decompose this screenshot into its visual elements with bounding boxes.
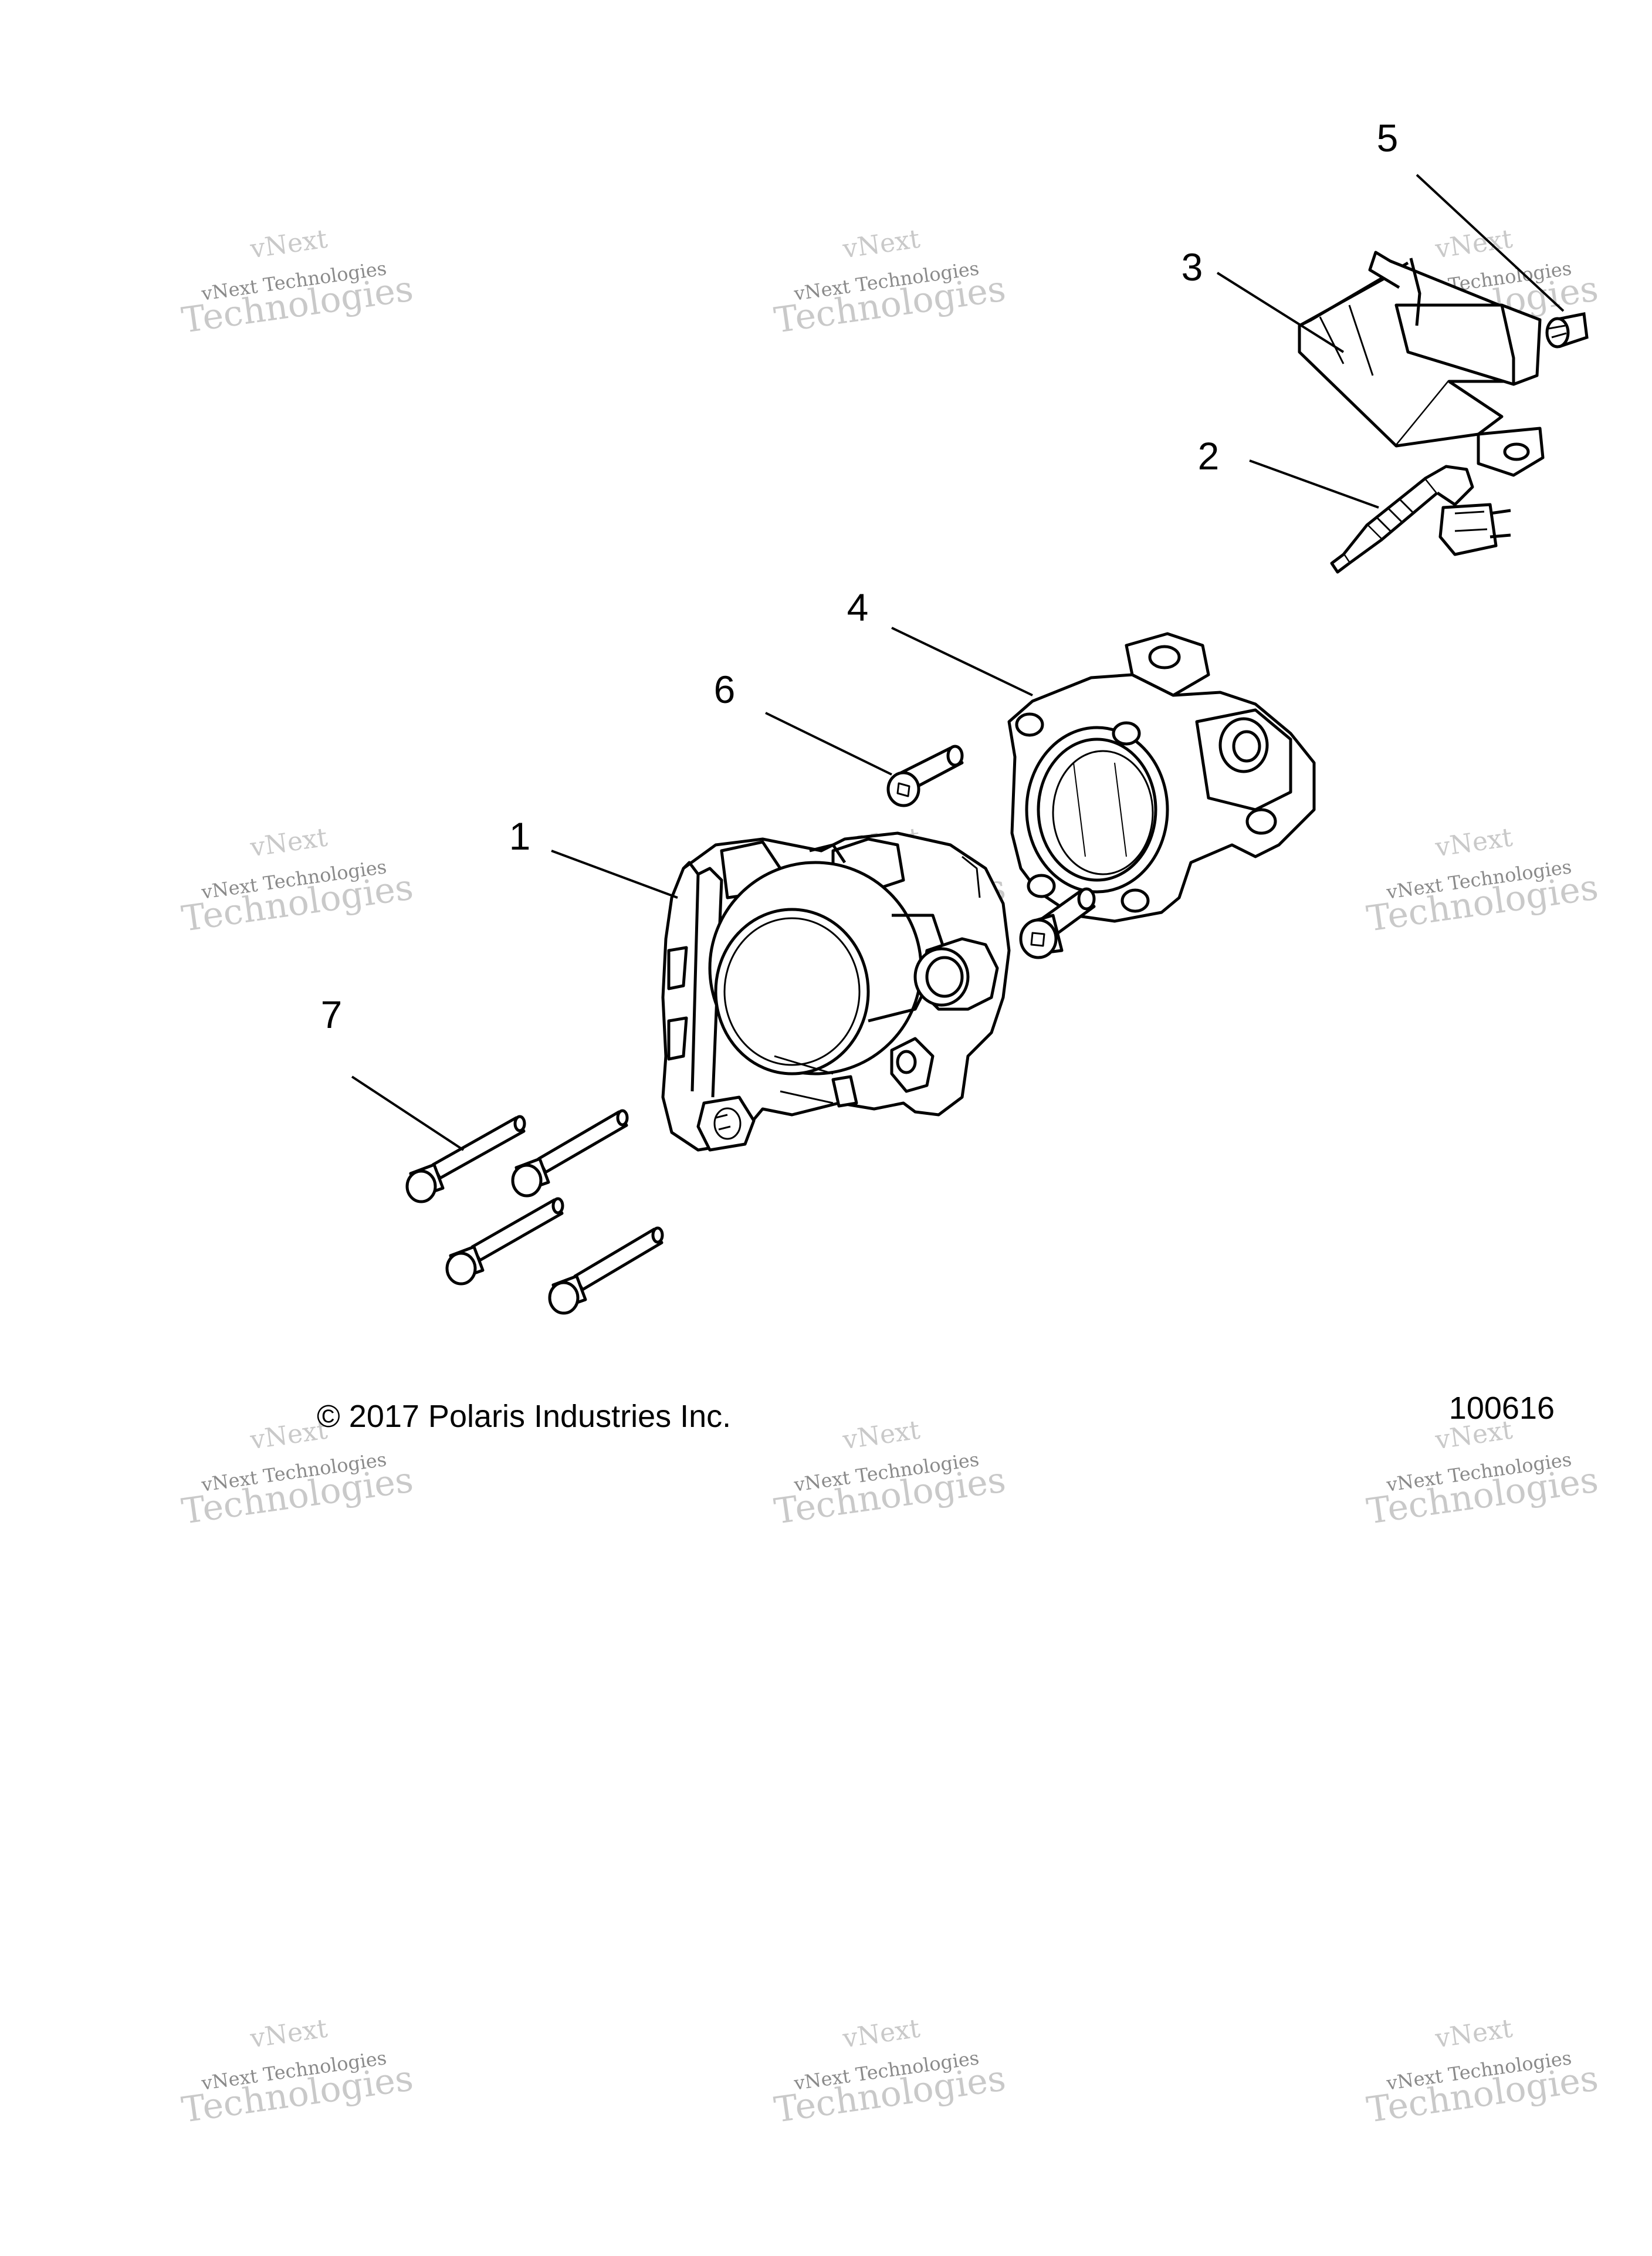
watermark-r4c3: vNext vNext Technologies Technologies — [1364, 2014, 1600, 2131]
svg-text:vNext: vNext — [248, 224, 330, 265]
svg-text:vNext: vNext — [248, 823, 330, 863]
part-fuel-rail — [1298, 251, 1545, 477]
svg-text:vNext: vNext — [841, 2014, 922, 2054]
leader-lines — [351, 174, 1565, 1151]
callout-7: 7 — [321, 993, 343, 1036]
callout-5: 5 — [1377, 116, 1399, 160]
watermark-r1c1: vNext vNext Technologies Technologies — [179, 224, 415, 341]
svg-text:vNext: vNext — [841, 1415, 922, 1456]
watermark-r4c1: vNext vNext Technologies Technologies — [179, 2014, 415, 2131]
svg-text:vNext: vNext — [1433, 823, 1515, 863]
part-screw-5 — [1545, 312, 1589, 349]
watermark-r4c2: vNext vNext Technologies Technologies — [771, 2014, 1008, 2131]
part-throttle-body — [661, 831, 1011, 1152]
part-socket-screw-upper — [886, 745, 964, 807]
copyright-notice: © 2017 Polaris Industries Inc. — [317, 1399, 731, 1434]
watermark-r1c2: vNext vNext Technologies Technologies — [771, 224, 1008, 341]
watermark-r3c2: vNext vNext Technologies Technologies — [771, 1415, 1008, 1533]
watermark-layer: vNext vNext Technologies Technologies vN… — [179, 224, 1600, 2131]
leader-6 — [765, 712, 892, 776]
leader-2 — [1249, 459, 1379, 509]
part-socket-screw-lower — [1019, 887, 1096, 959]
bolt-2 — [511, 1109, 629, 1198]
watermark-r2c3: vNext vNext Technologies Technologies — [1364, 823, 1600, 940]
part-intake-adapter — [1007, 632, 1316, 923]
svg-text:vNext: vNext — [248, 2014, 330, 2054]
callout-labels: 1 2 3 4 5 6 7 — [321, 116, 1399, 1036]
bolt-4 — [548, 1226, 664, 1315]
callout-2: 2 — [1198, 434, 1220, 478]
bolt-3 — [445, 1197, 564, 1286]
leader-4 — [891, 627, 1033, 696]
leader-3 — [1216, 272, 1345, 353]
svg-text:vNext: vNext — [1433, 224, 1515, 265]
callout-6: 6 — [714, 668, 736, 711]
svg-text:vNext: vNext — [1433, 2014, 1515, 2054]
svg-text:vNext: vNext — [841, 224, 922, 265]
leader-1 — [551, 850, 678, 899]
part-flange-bolts — [405, 1109, 664, 1315]
callout-3: 3 — [1182, 245, 1203, 289]
watermark-r2c1: vNext vNext Technologies Technologies — [179, 823, 415, 940]
figure-number: 100616 — [1449, 1391, 1555, 1426]
part-fuel-injector — [1330, 465, 1511, 574]
leader-7 — [351, 1075, 465, 1151]
callout-1: 1 — [509, 814, 531, 858]
bolt-1 — [405, 1115, 526, 1203]
callout-4: 4 — [847, 586, 869, 629]
leader-5 — [1416, 174, 1565, 312]
